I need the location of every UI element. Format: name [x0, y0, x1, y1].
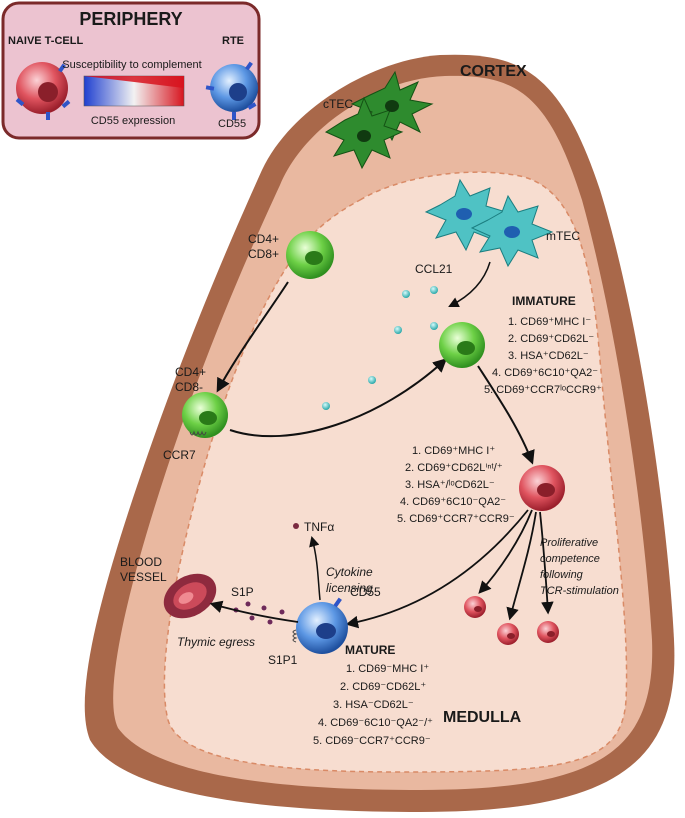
- periphery-panel: PERIPHERY NAIVE T-CELL RTE Susceptibilit…: [1, 1, 261, 140]
- mature-marker-2: 2. CD69⁻CD62L⁺: [340, 681, 426, 693]
- s1p1-label: S1P1: [268, 653, 298, 667]
- mature-marker-4: 4. CD69⁻6C10⁻QA2⁻/⁺: [318, 717, 433, 729]
- cytokine-arrow: [309, 535, 321, 601]
- semimature-markers: 1. CD69⁺MHC I⁺ 2. CD69⁺CD62Lⁱⁿᵗ/⁺ 3. HSA…: [397, 445, 515, 525]
- mature-markers: 1. CD69⁻MHC I⁺ 2. CD69⁻CD62L⁺ 3. HSA⁻CD6…: [313, 663, 433, 747]
- rte-label: RTE: [222, 35, 244, 47]
- tnfa-dot: [293, 523, 299, 529]
- immature-title: IMMATURE: [512, 294, 576, 308]
- blood-vessel-label-line2: VESSEL: [120, 570, 167, 584]
- cd55-expression-label: CD55 expression: [91, 115, 175, 127]
- ctec-label: cTEC: [323, 97, 353, 111]
- immature-marker-4: 4. CD69⁺6C10⁺QA2⁻: [492, 367, 598, 379]
- immature-to-intermediate-arrow: [477, 365, 535, 465]
- blood-vessel: [163, 573, 217, 619]
- semimature-marker-4: 4. CD69⁺6C10⁻QA2⁻: [400, 496, 506, 508]
- ccl21-arrow: [448, 261, 491, 307]
- dp-label-line2: CD8+: [248, 247, 279, 261]
- sp-label-line1: CD4+: [175, 365, 206, 379]
- immature-markers: 1. CD69⁺MHC I⁻ 2. CD69⁺CD62L⁻ 3. HSA⁺CD6…: [484, 316, 602, 396]
- cd55-mature-label: CD55: [350, 585, 381, 599]
- semimature-marker-5: 5. CD69⁺CCR7⁺CCR9⁻: [397, 513, 515, 525]
- rte-cell: [205, 61, 258, 120]
- sp-thymocyte: [182, 392, 228, 438]
- ctec-cells: [324, 70, 434, 170]
- susceptibility-label: Susceptibility to complement: [62, 59, 201, 71]
- mature-title: MATURE: [345, 643, 395, 657]
- immature-marker-3: 3. HSA⁺CD62L⁻: [508, 350, 589, 362]
- dp-to-sp-arrow: [216, 281, 289, 393]
- semimature-marker-3: 3. HSA⁺/ˡᵒCD62L⁻: [405, 479, 495, 491]
- proliferative-line-1: Proliferative: [540, 537, 598, 549]
- mature-marker-5: 5. CD69⁻CCR7⁺CCR9⁻: [313, 735, 431, 747]
- medulla-region: [163, 171, 628, 773]
- ccr7-label: CCR7: [163, 448, 196, 462]
- dp-label-line1: CD4+: [248, 232, 279, 246]
- naive-t-cell: [15, 62, 71, 120]
- dp-thymocyte: [286, 231, 334, 279]
- proliferative-note: Proliferative competence following TCR-s…: [540, 537, 619, 597]
- mtec-label: mTEC: [546, 229, 580, 243]
- immature-marker-1: 1. CD69⁺MHC I⁻: [508, 316, 591, 328]
- semimature-marker-2: 2. CD69⁺CD62Lⁱⁿᵗ/⁺: [405, 462, 503, 474]
- mature-marker-3: 3. HSA⁻CD62L⁻: [333, 699, 414, 711]
- mature-marker-1: 1. CD69⁻MHC I⁺: [346, 663, 429, 675]
- tnfa-label: TNFα: [304, 520, 334, 534]
- semimature-thymocyte: [519, 465, 565, 511]
- susceptibility-wedge: [84, 76, 184, 88]
- blood-vessel-label-line1: BLOOD: [120, 555, 162, 569]
- periphery-title: PERIPHERY: [79, 9, 182, 29]
- proliferative-line-3: following: [540, 569, 584, 581]
- ccl21-chemokine-dots: [322, 286, 438, 410]
- s1p-label: S1P: [231, 585, 254, 599]
- daughter-cells: [464, 596, 559, 645]
- proliferative-line-4: TCR-stimulation: [540, 585, 619, 597]
- ccl21-label: CCL21: [415, 262, 453, 276]
- mtec-cells: [424, 178, 554, 268]
- sp-to-medulla-arrow: [229, 358, 448, 438]
- immature-marker-2: 2. CD69⁺CD62L⁻: [508, 333, 594, 345]
- immature-marker-5: 5. CD69⁺CCR7ˡᵒCCR9⁺: [484, 384, 602, 396]
- proliferative-line-2: competence: [540, 553, 600, 565]
- sp-label-line2: CD8-: [175, 380, 203, 394]
- egress-arrow: [209, 600, 299, 623]
- cd55-periphery-label: CD55: [218, 118, 246, 130]
- immature-thymocyte: [439, 322, 485, 368]
- cytokine-line-1: Cytokine: [326, 565, 373, 579]
- semimature-marker-1: 1. CD69⁺MHC I⁺: [412, 445, 495, 457]
- naive-t-cell-label: NAIVE T-CELL: [8, 35, 83, 47]
- mature-thymocyte: [292, 597, 348, 654]
- cortex-label: CORTEX: [460, 63, 527, 80]
- proliferation-arrows: [345, 509, 554, 629]
- thymic-egress-label: Thymic egress: [177, 635, 255, 649]
- cytokine-line-2: licensing: [326, 581, 373, 595]
- medulla-label: MEDULLA: [443, 709, 522, 726]
